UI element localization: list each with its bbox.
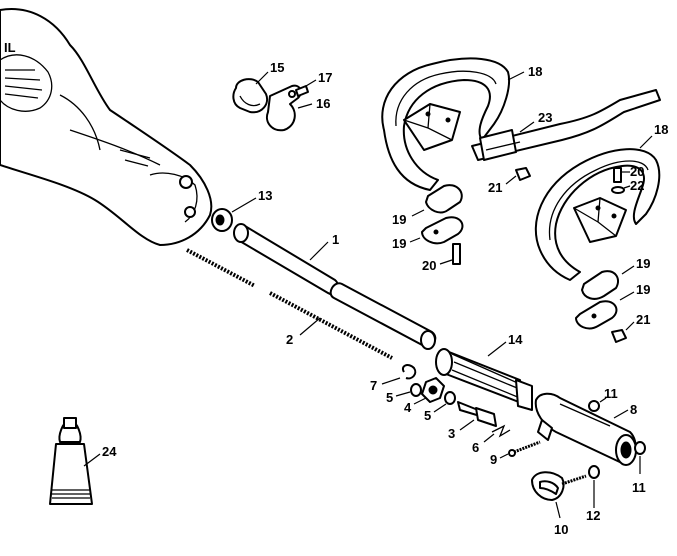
label-21-lower: 21 [636, 312, 650, 327]
shaft-end-3 [457, 401, 497, 431]
screw-9 [499, 440, 541, 459]
label-18-lower: 18 [654, 122, 668, 137]
washer-22 [611, 185, 631, 194]
label-7: 7 [370, 378, 377, 393]
bushing-13 [211, 197, 257, 232]
bearing-4 [413, 377, 445, 405]
washer-5-b [433, 391, 456, 413]
label-21-upper: 21 [488, 180, 502, 195]
label-19-c: 19 [636, 256, 650, 271]
label-5-b: 5 [424, 408, 431, 423]
label-4: 4 [404, 400, 412, 415]
label-19-b: 19 [392, 236, 406, 251]
label-15: 15 [270, 60, 284, 75]
grease-tube-24 [49, 417, 101, 505]
label-3: 3 [448, 426, 455, 441]
label-5-a: 5 [386, 390, 393, 405]
handlebar-23 [471, 89, 661, 161]
screw-20-right [613, 167, 630, 183]
label-10: 10 [554, 522, 568, 537]
washer-11-bottom [634, 441, 646, 474]
clamp-16 [266, 84, 313, 132]
label-19-d: 19 [636, 282, 650, 297]
drive-shaft-2 [186, 248, 393, 360]
nut-21-upper [505, 167, 531, 185]
label-2: 2 [286, 332, 293, 347]
clip-6 [483, 424, 511, 443]
sleeve-14 [435, 341, 533, 411]
handle-18-upper [381, 57, 525, 191]
label-20-right: 20 [630, 164, 644, 179]
washer-5-a [395, 383, 422, 397]
clamp-19-a [411, 184, 463, 217]
circlip-7 [381, 364, 417, 385]
label-12: 12 [586, 508, 600, 523]
nut-21-lower [611, 321, 635, 343]
wing-screw-10 [531, 471, 587, 519]
drive-tube-1 [233, 223, 437, 350]
label-22: 22 [630, 178, 644, 193]
label-11-bottom: 11 [632, 480, 646, 495]
coupling-8 [534, 392, 637, 466]
clamp-19-c [581, 265, 635, 300]
label-24: 24 [102, 444, 117, 459]
clamp-15 [232, 71, 269, 114]
label-11-top: 11 [604, 386, 618, 401]
label-6: 6 [472, 440, 479, 455]
label-16: 16 [316, 96, 330, 111]
engine-housing: IL [0, 8, 213, 246]
washer-12 [588, 465, 600, 508]
label-1: 1 [332, 232, 339, 247]
label-19-a: 19 [392, 212, 406, 227]
label-13: 13 [258, 188, 272, 203]
label-14: 14 [508, 332, 523, 347]
label-20-middle: 20 [422, 258, 436, 273]
housing-logo-letters: IL [4, 40, 16, 55]
screw-20-middle [439, 243, 461, 265]
label-23: 23 [538, 110, 552, 125]
clamp-19-d [575, 291, 635, 330]
washer-11-top [588, 397, 607, 412]
clamp-19-b [409, 216, 464, 245]
label-8: 8 [630, 402, 637, 417]
label-17: 17 [318, 70, 332, 85]
screw-17 [295, 79, 317, 97]
label-18-upper: 18 [528, 64, 542, 79]
part-labels: 1 2 3 4 5 5 6 7 8 9 10 11 11 12 13 14 15… [102, 60, 668, 537]
label-9: 9 [490, 452, 497, 467]
handle-18-lower [534, 135, 661, 281]
